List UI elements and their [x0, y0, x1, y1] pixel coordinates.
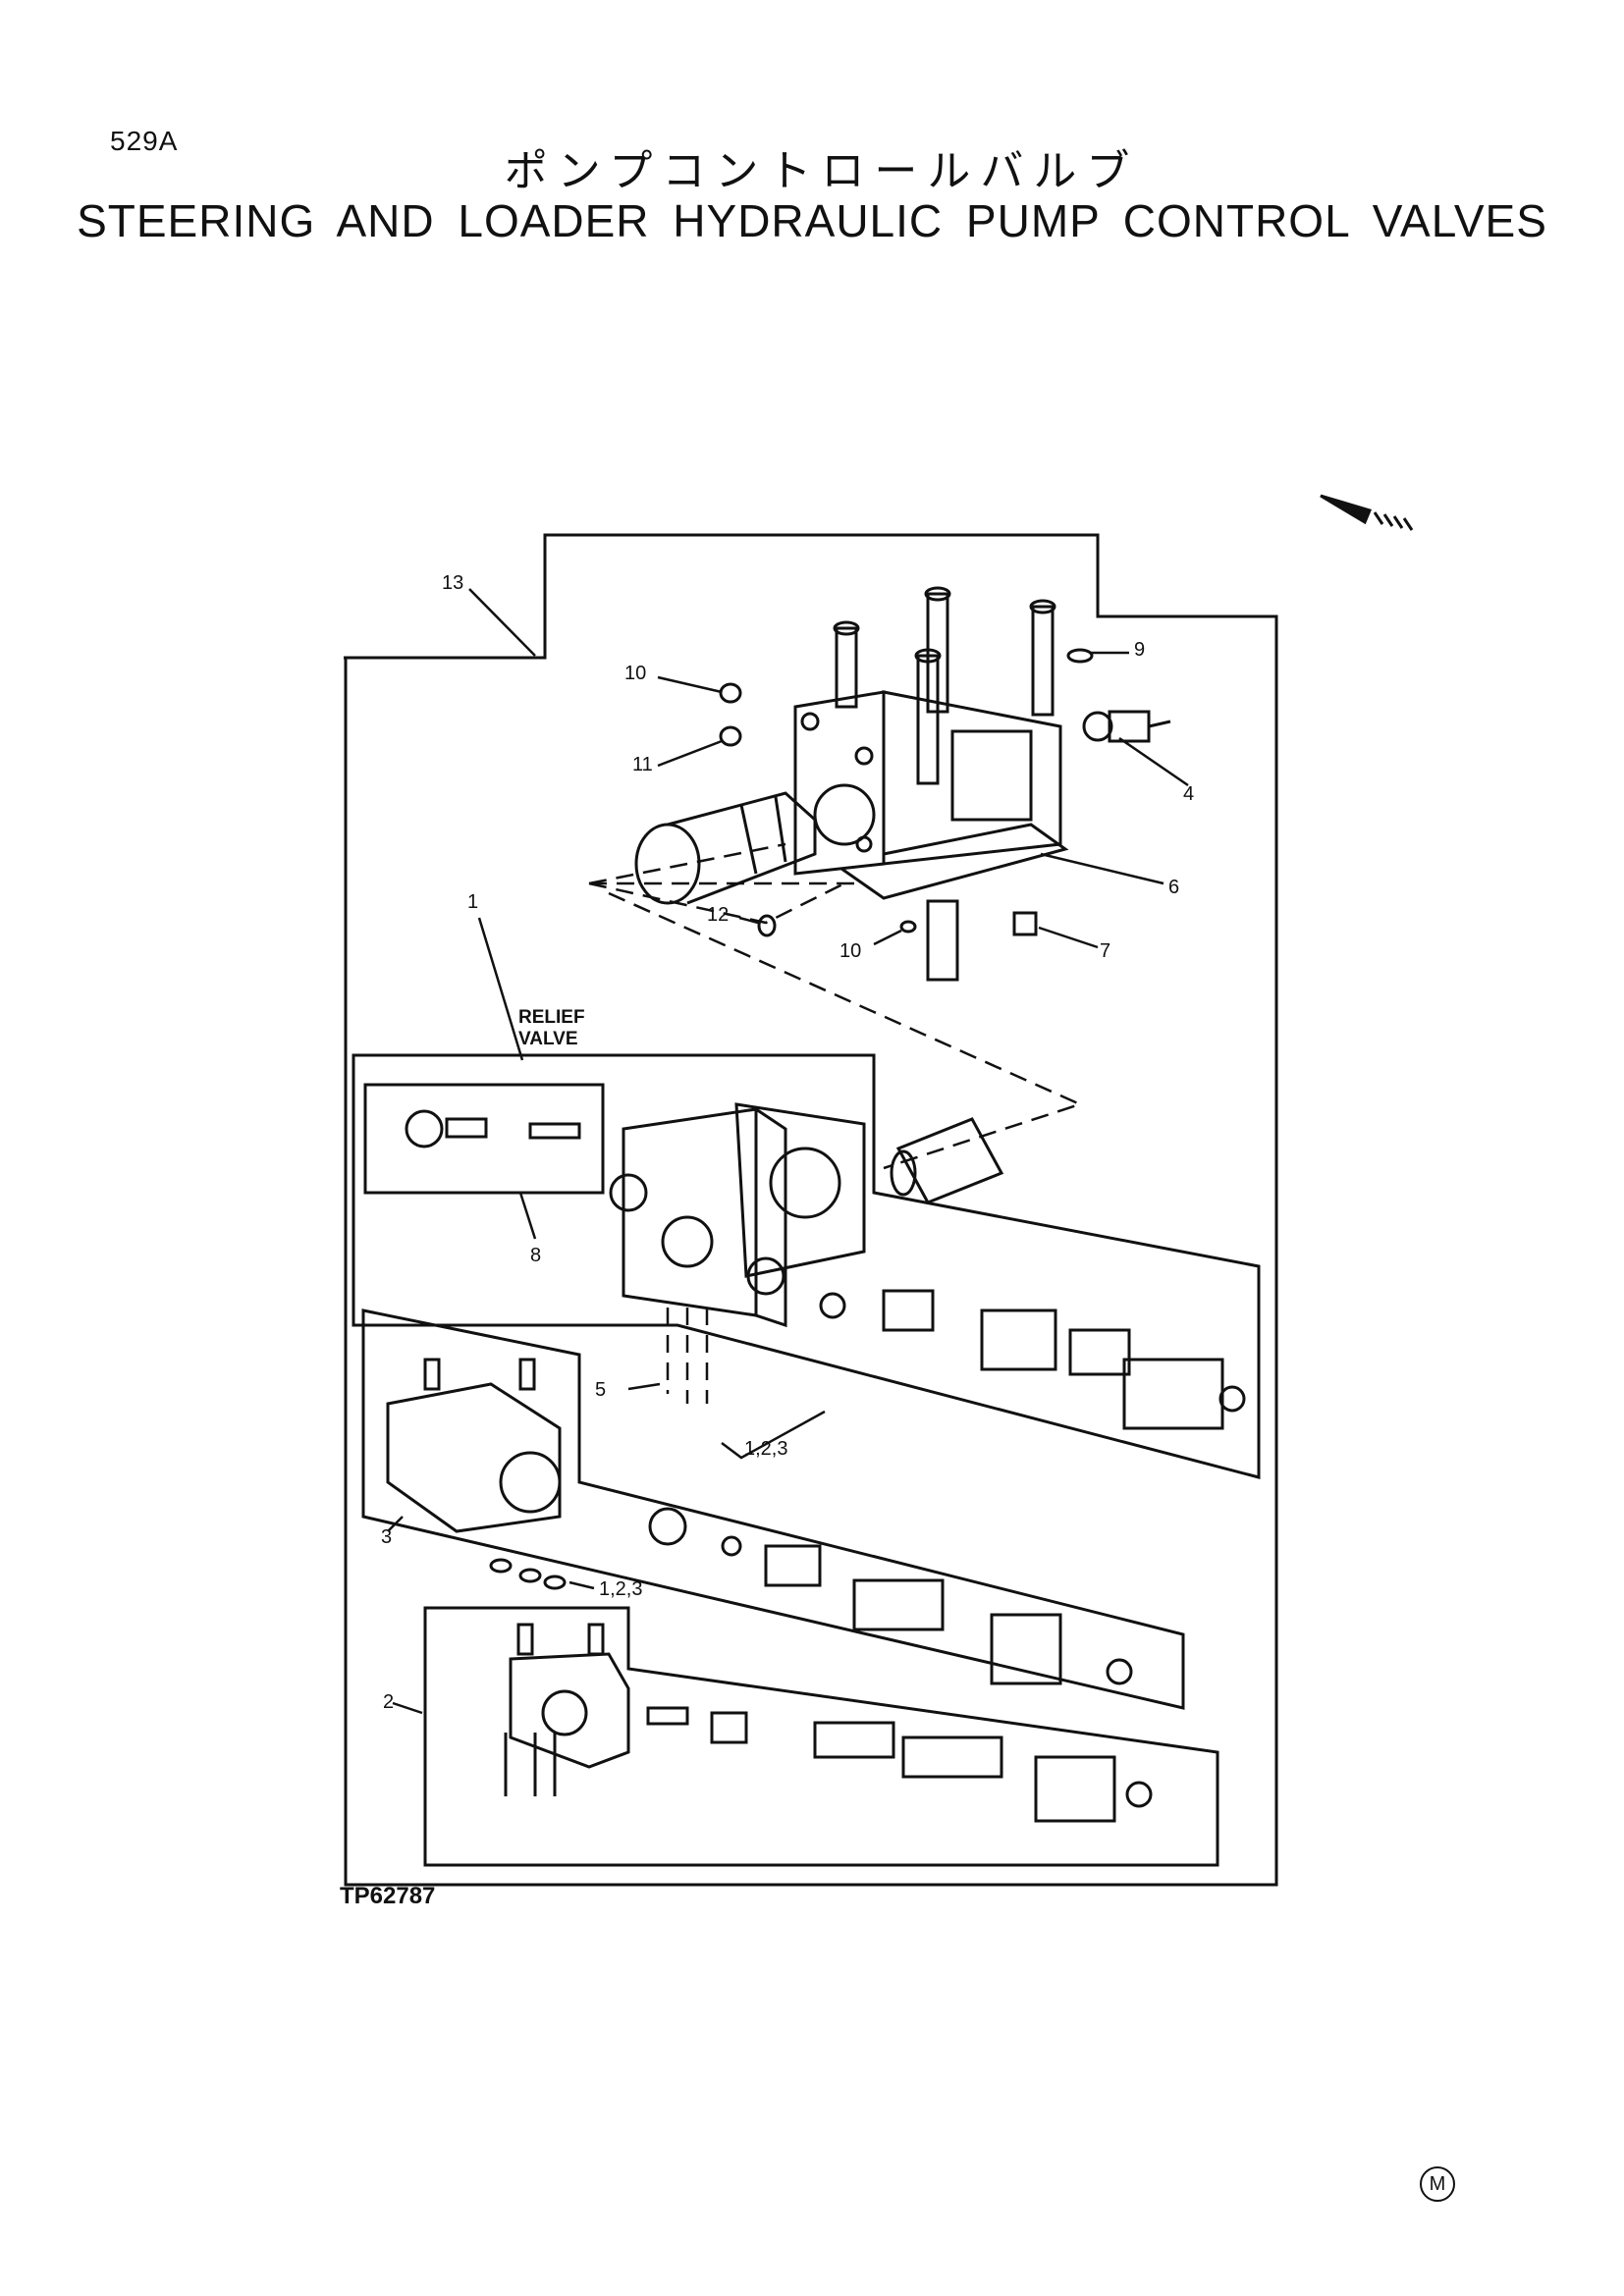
direction-arrow-icon [1320, 494, 1414, 531]
corner-mark: M [1420, 2166, 1455, 2202]
callout-8: 8 [530, 1245, 541, 1266]
leader-12 [738, 916, 759, 925]
callout-10-lower: 10 [839, 940, 861, 962]
valve-assembly-2 [423, 1606, 1219, 1867]
relief-valve-panel [352, 1053, 1261, 1479]
callout-5: 5 [595, 1379, 606, 1401]
callout-10: 10 [624, 663, 646, 684]
base-gasket [831, 823, 1069, 900]
leader-7 [1038, 926, 1099, 949]
leader-4 [1118, 736, 1189, 787]
leader-3 [387, 1516, 404, 1532]
relief-valve-label-2: VALVE [518, 1029, 578, 1049]
leader-2 [392, 1701, 423, 1715]
leader-ref-b [568, 1580, 595, 1590]
assembly-boundary [344, 533, 1278, 1887]
page-title-japanese: ポンプコントロールバルブ [504, 146, 1140, 196]
callout-11: 11 [632, 754, 653, 775]
callout-2: 2 [383, 1691, 394, 1713]
leader-10b [873, 929, 902, 946]
callout-ref-b: 1,2,3 [599, 1578, 642, 1600]
figure-id: TP62787 [340, 1883, 436, 1909]
callout-1: 1 [467, 891, 478, 913]
leader-ref-a [721, 1410, 826, 1460]
leader-8 [518, 1192, 537, 1240]
callout-4: 4 [1183, 783, 1194, 805]
callout-9: 9 [1134, 639, 1145, 661]
callout-13: 13 [442, 572, 463, 594]
leader-5 [627, 1382, 661, 1391]
page-code: 529A [110, 126, 179, 156]
leader-1 [477, 917, 524, 1061]
callout-6: 6 [1168, 877, 1179, 898]
callout-3: 3 [381, 1526, 392, 1548]
callout-7: 7 [1100, 940, 1110, 962]
callout-ref-a: 1,2,3 [744, 1438, 787, 1460]
relief-valve-label: RELIEF [518, 1007, 585, 1028]
leader-10a [657, 675, 723, 694]
pump-control-valve-body [634, 586, 1171, 982]
leader-11 [657, 739, 723, 768]
callout-12: 12 [707, 904, 729, 926]
valve-assembly-3 [361, 1308, 1185, 1710]
page-title: STEERING AND LOADER HYDRAULIC PUMP CONTR… [77, 195, 1547, 246]
leader-13 [468, 588, 536, 657]
leader-6 [1040, 852, 1164, 885]
